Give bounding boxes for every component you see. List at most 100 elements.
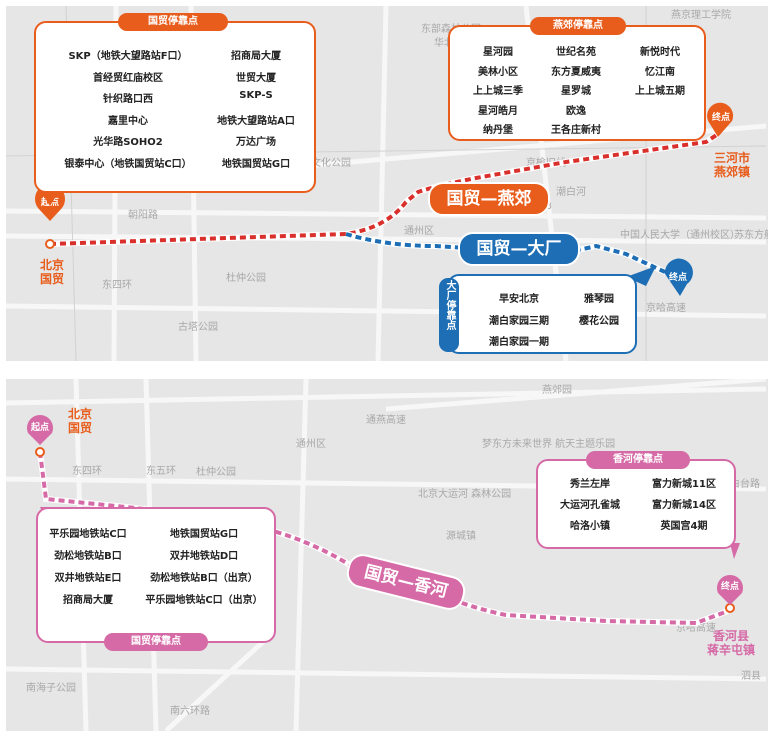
bg-label: 苏东方航天 <box>734 228 768 241</box>
guomao-stops-title: 国贸停靠点 <box>118 13 228 31</box>
stop-item: 上上城三季 <box>473 86 523 97</box>
bg-label: 潮白河 <box>556 185 586 198</box>
yanjiao-stops-box: 燕郊停靠点 星河园世纪名苑新悦时代美林小区东方夏威夷忆江南上上城三季星罗城上上城… <box>448 17 706 141</box>
stop-item: 地铁国贸站G口 <box>169 529 239 540</box>
stop-item: 光华路SOHO2 <box>93 137 163 148</box>
bg-label: 通州区 <box>404 225 434 237</box>
stop-item: 潮白家园一期 <box>489 337 549 348</box>
bg-label: 朝阳路 <box>128 208 158 221</box>
callout-pointer <box>730 543 740 559</box>
top-map-panel: 东部森林公园 燕京理工学院 华北 潮白 朝阳路 东四环 杜仲公园 古塔公园 京榆… <box>6 6 768 361</box>
start-badge: 起点 <box>30 421 49 433</box>
bg-label: 东四环 <box>72 464 102 477</box>
bg-label: 南海子公园 <box>26 681 76 694</box>
stop-item: 英国宫4期 <box>660 521 708 532</box>
stop-item: 雅琴园 <box>584 294 614 305</box>
stop-item: 劲松地铁站B口 <box>54 551 122 562</box>
bg-label: 北京大运河 森林公园 <box>418 487 511 500</box>
route-label-dachang[interactable]: 国贸—大厂 <box>458 232 580 266</box>
stop-item: 忆江南 <box>645 66 675 78</box>
bg-label: 杜仲公园 <box>196 465 236 478</box>
stop-item: 上上城五期 <box>635 86 685 97</box>
stop-item: 东方夏威夷 <box>551 66 601 78</box>
end-badge: 终点 <box>720 580 739 592</box>
bg-label: 东四环 <box>102 278 132 291</box>
end-place-label: 香河县 蒋辛屯镇 <box>706 629 755 657</box>
end-badge-shape <box>717 575 743 605</box>
stop-item: 万达广场 <box>236 137 276 148</box>
bg-label: 燕京理工学院 <box>671 8 731 21</box>
end-badge-yanjiao: 终点 <box>711 111 730 123</box>
start-badge-shape <box>27 415 53 445</box>
stop-item: 招商局大厦 <box>231 51 281 62</box>
bg-label: 东五环 <box>146 464 176 477</box>
route-xianghe-line[interactable] <box>38 451 729 626</box>
stop-item: 王各庄新村 <box>551 125 601 136</box>
stop-item: 嘉里中心 <box>108 115 148 127</box>
stop-item: 世纪名苑 <box>556 47 596 58</box>
stop-item: 针织路口西 <box>103 94 153 105</box>
stop-item: 银泰中心（地铁国贸站C口） <box>64 158 192 170</box>
stop-item: 世贸大厦 <box>236 72 276 84</box>
end-badge-yanjiao-shape <box>707 102 734 137</box>
stop-item: 平乐园地铁站C口 <box>49 529 127 540</box>
stop-item: 富力新城11区 <box>652 479 716 490</box>
stop-item: 秀兰左岸 <box>570 479 610 490</box>
route-label-yanjiao[interactable]: 国贸—燕郊 <box>428 182 550 216</box>
stop-item: 劲松地铁站B口（出京） <box>150 573 258 584</box>
route-yanjiao-line[interactable] <box>49 132 720 246</box>
stop-item: 地铁大望路站A口 <box>217 115 295 127</box>
start-point-marker[interactable] <box>45 239 55 249</box>
stop-item: 潮白家园三期 <box>489 315 549 327</box>
bg-label: 通燕高速 <box>366 413 406 426</box>
start-place-label: 北京 国贸 <box>39 258 64 286</box>
guomao-stops-box: 国贸停靠点 SKP（地铁大望路站F口）招商局大厦首经贸红庙校区世贸大厦针织路口西… <box>34 13 316 193</box>
stop-item: 星河皓月 <box>478 105 518 117</box>
stop-item: 双井地铁站D口 <box>169 551 239 562</box>
stop-item: 樱花公园 <box>579 315 619 327</box>
stop-item: 新悦时代 <box>640 47 680 58</box>
bg-label: 梦东方未来世界 航天主题乐园 <box>482 437 615 450</box>
stop-item: 美林小区 <box>478 66 518 78</box>
bg-label: 源城镇 <box>446 529 476 542</box>
dachang-stops-box: 大厂停靠点 早安北京 雅琴园潮白家园三期 樱花公园潮白家园一期 <box>439 274 637 354</box>
bg-label: 杜仲公园 <box>226 271 266 284</box>
xianghe-stops-title: 香河停靠点 <box>586 451 690 469</box>
dachang-stops-title-text: 大厂停靠点 <box>444 280 455 330</box>
start-place-label: 北京 国贸 <box>67 407 92 435</box>
bg-label: 南六环路 <box>170 704 210 717</box>
stop-item: 地铁国贸站G口 <box>221 158 291 170</box>
callout-pointer <box>40 190 60 206</box>
bg-label: 通州区 <box>296 438 326 450</box>
stop-item: SKP（地铁大望路站F口） <box>68 51 188 62</box>
stop-item: 星河园 <box>483 47 513 58</box>
dachang-stops-title: 大厂停靠点 <box>439 278 459 352</box>
stop-item: 平乐园地铁站C口（出京） <box>145 595 263 606</box>
end-badge-dachang: 终点 <box>668 271 687 283</box>
bg-label: 白台路 <box>730 477 760 490</box>
stop-item: 哈洛小镇 <box>570 521 610 532</box>
callout-pointer <box>626 266 656 286</box>
stop-item: SKP-S <box>239 90 273 101</box>
bg-label: 泗县 <box>741 670 761 682</box>
guomao-stops-title-bottom: 国贸停靠点 <box>104 633 208 651</box>
end-badge-dachang-shape <box>664 258 693 296</box>
stop-item: 纳丹堡 <box>483 125 513 136</box>
guomao-stops-box-bottom: 国贸停靠点 平乐园地铁站C口 地铁国贸站G口劲松地铁站B口 双井地铁站D口双井地铁站… <box>36 507 276 651</box>
end-point-marker[interactable] <box>725 603 735 613</box>
start-point-marker[interactable] <box>35 447 45 457</box>
stop-item: 双井地铁站E口 <box>54 573 122 584</box>
stop-item: 招商局大厦 <box>63 595 113 606</box>
bg-label: 京哈高速 <box>646 301 686 314</box>
stop-item: 富力新城14区 <box>652 500 716 511</box>
end-place-label-yanjiao: 三河市 燕郊镇 <box>713 151 750 179</box>
stop-item: 欧逸 <box>566 105 586 117</box>
stop-item: 大运河孔雀城 <box>560 500 620 511</box>
stop-item: 早安北京 <box>499 294 539 305</box>
bg-label: 古塔公园 <box>178 320 218 333</box>
stop-item: 星罗城 <box>561 86 591 97</box>
bg-label: 燕郊园 <box>542 383 572 396</box>
xianghe-stops-box: 香河停靠点 秀兰左岸 富力新城11区大运河孔雀城 富力新城14区哈洛小镇 英国宫4期 <box>536 451 736 549</box>
bottom-map-panel: 燕郊园 通燕高速 通州区 梦东方未来世界 航天主题乐园 北京大运河 森林公园 东… <box>6 379 768 731</box>
bg-label: 中国人民大学（通州校区） <box>620 228 740 241</box>
